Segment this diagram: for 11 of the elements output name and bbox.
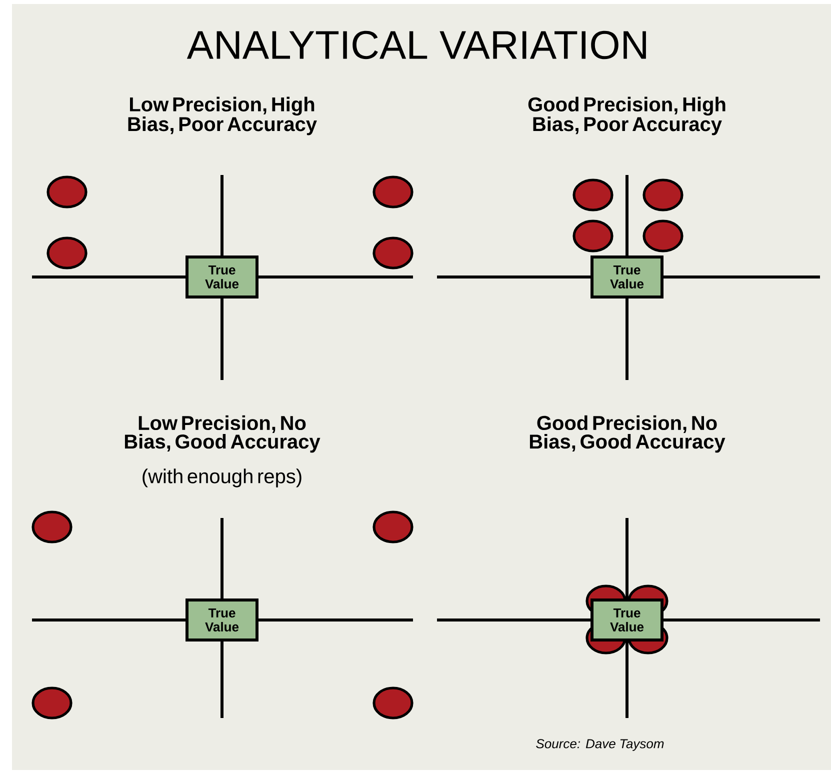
panel-heading: Low Precision, No Bias, Good Accuracy bbox=[124, 415, 320, 453]
title: ANALYTICAL VARIATION bbox=[186, 30, 646, 60]
true-value-box: True Value bbox=[186, 256, 258, 298]
panel-heading: Good Precision, No Bias, Good Accuracy bbox=[530, 415, 726, 453]
true-value-box: True Value bbox=[590, 256, 664, 298]
true-value-box: True Value bbox=[186, 598, 258, 642]
source-note: Source: Dave Taysom bbox=[536, 739, 664, 751]
panel-heading: Low Precision, High Bias, Poor Accuracy bbox=[128, 96, 317, 136]
panel-note: (with enough reps) bbox=[142, 468, 302, 488]
true-value-box: True Value bbox=[590, 598, 664, 642]
panel-heading: Good Precision, High Bias, Poor Accuracy bbox=[528, 96, 726, 136]
